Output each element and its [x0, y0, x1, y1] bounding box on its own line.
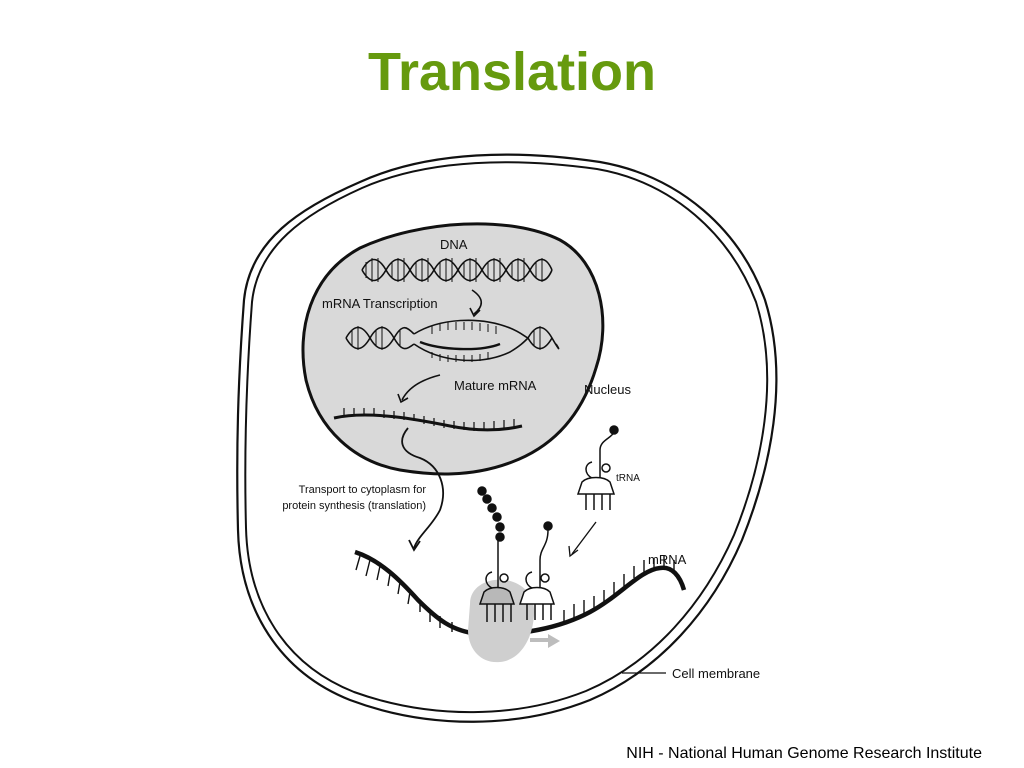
label-cell-membrane: Cell membrane	[672, 666, 760, 681]
source-credit: NIH - National Human Genome Research Ins…	[626, 745, 982, 762]
trna-free	[576, 425, 619, 510]
label-trna: tRNA	[616, 473, 640, 484]
label-mature-mrna: Mature mRNA	[454, 378, 537, 393]
trna-bound-with-peptide	[477, 486, 516, 622]
trna-arrow	[568, 521, 597, 558]
transcription-helix	[345, 319, 560, 362]
transcription-arrow	[469, 289, 483, 318]
mature-mrna-strand	[333, 408, 523, 432]
transport-arrow	[401, 427, 444, 552]
label-mrna-transcription: mRNA Transcription	[322, 296, 438, 311]
slide-title: Translation	[367, 42, 657, 102]
label-mrna: mRNA	[648, 552, 687, 567]
label-nucleus: Nucleus	[584, 382, 631, 397]
label-transport-line2: protein synthesis (translation)	[282, 500, 426, 512]
trna-entering	[518, 521, 556, 620]
dna-helix	[361, 258, 553, 282]
label-transport-line1: Transport to cytoplasm for	[299, 484, 427, 496]
label-dna: DNA	[440, 237, 468, 252]
cell-membrane	[236, 153, 778, 723]
maturation-arrow	[397, 374, 441, 404]
cytoplasm-mrna-strand	[354, 549, 687, 637]
